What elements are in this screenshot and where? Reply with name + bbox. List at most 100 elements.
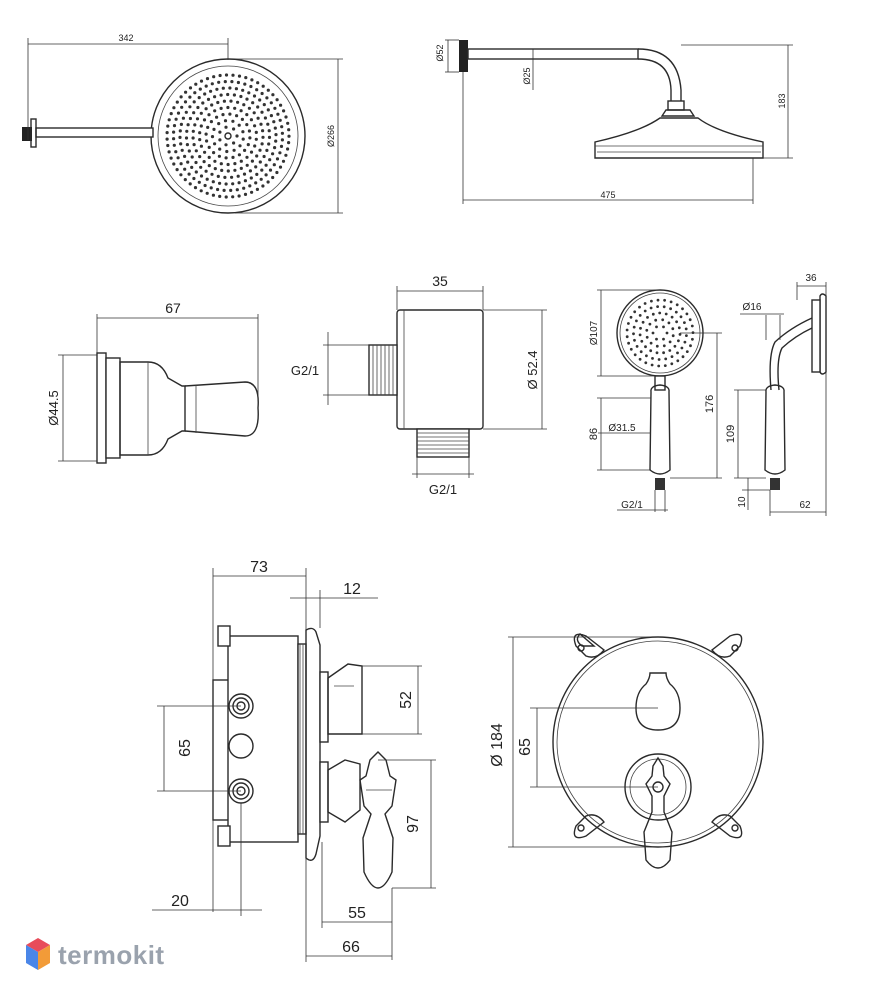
nozzle-dot [658, 311, 662, 315]
nozzle-dot [271, 175, 275, 180]
nozzle-dot [675, 303, 679, 307]
nozzle-dot [224, 156, 228, 160]
nozzle-dot [203, 92, 207, 96]
nozzle-dot [629, 315, 633, 319]
nozzle-dot [174, 150, 178, 154]
nozzle-dot [248, 136, 252, 140]
nozzle-dot [643, 309, 647, 313]
nozzle-dot [629, 347, 633, 351]
nozzle-dot [280, 131, 284, 135]
nozzle-dot [179, 142, 183, 146]
mixer-total-depth-label: 66 [342, 939, 360, 956]
nozzle-dot [246, 143, 250, 147]
nozzle-dot [233, 168, 237, 172]
head-height-label: 183 [777, 93, 787, 108]
nozzle-dot [256, 81, 260, 85]
nozzle-dot [210, 82, 214, 86]
nozzle-dot [224, 125, 228, 129]
nozzle-dot [280, 138, 284, 142]
nozzle-dot [216, 174, 220, 178]
side-width-label: 62 [799, 500, 811, 511]
nozzle-dot [202, 160, 206, 164]
nozzle-dot [183, 100, 188, 104]
nozzle-dot [236, 80, 240, 85]
nozzle-dot [179, 162, 183, 166]
nozzle-dot [229, 99, 233, 103]
nozzle-dot [656, 305, 659, 308]
nozzle-dot [675, 320, 678, 324]
nozzle-dot [648, 322, 652, 326]
nozzle-dot [199, 124, 203, 128]
nozzle-dot [654, 318, 658, 322]
nozzle-dot [286, 121, 290, 125]
nozzle-dot [663, 298, 666, 302]
nozzle-dot [243, 192, 248, 196]
nozzle-dot [287, 134, 291, 138]
nozzle-dot [176, 156, 180, 160]
nozzle-dot [260, 110, 264, 114]
nozzle-dot [255, 172, 259, 176]
nozzle-dot [640, 339, 644, 343]
nozzle-dot [676, 359, 680, 363]
nozzle-dot [655, 344, 659, 348]
hand-nozzle-pattern [625, 298, 695, 368]
nozzle-dot [253, 124, 257, 128]
nozzle-dot [231, 73, 235, 77]
nozzle-dot [198, 155, 202, 159]
nozzle-dot [287, 141, 291, 145]
nozzle-dot [657, 358, 661, 361]
nozzle-dot [237, 181, 241, 185]
nozzle-dot [639, 326, 642, 330]
nozzle-dot [222, 99, 226, 103]
nozzle-dot [231, 155, 235, 159]
nozzle-dot [172, 162, 176, 166]
nozzle-dot [657, 364, 661, 368]
nozzle-dot [206, 97, 211, 101]
nozzle-dot [201, 101, 205, 105]
nozzle-dot [656, 298, 660, 302]
nozzle-dot [209, 120, 213, 124]
nozzle-dot [251, 101, 255, 105]
nozzle-dot [224, 195, 228, 199]
front-diameter-label: Ø 184 [489, 723, 506, 767]
nozzle-dot [192, 176, 196, 181]
nozzle-dot [191, 136, 195, 140]
nozzle-dot [232, 93, 236, 97]
nozzle-dot [199, 165, 203, 169]
nozzle-dot [224, 143, 228, 147]
nozzle-dot [245, 163, 249, 167]
nozzle-dot [275, 157, 280, 161]
nozzle-dot [646, 316, 649, 319]
nozzle-dot [210, 135, 215, 139]
nozzle-dot [233, 106, 237, 110]
nozzle-dot [211, 180, 215, 184]
nozzle-dot [685, 350, 689, 353]
nozzle-dot [266, 122, 270, 126]
head-diameter-label: Ø266 [326, 125, 336, 147]
nozzle-dot [650, 363, 654, 367]
nozzle-dot [632, 325, 636, 329]
nozzle-dot [240, 117, 244, 121]
hand-thread-label: G2/1 [621, 500, 643, 511]
view-hand-side: Ø16 36 109 10 62 [725, 273, 827, 516]
nozzle-dot [205, 139, 209, 143]
nozzle-dot [209, 89, 213, 93]
nozzle-dot [255, 88, 259, 92]
view-head-top: 342 Ø266 [22, 33, 343, 214]
nozzle-dot [278, 151, 282, 155]
nozzle-dot [643, 302, 647, 305]
nozzle-dot [279, 103, 283, 107]
nozzle-dot [224, 73, 229, 77]
nozzle-dot [184, 110, 188, 114]
nozzle-dot [273, 146, 277, 150]
nozzle-dot [230, 80, 234, 84]
nozzle-dot [670, 362, 674, 366]
nozzle-dot [248, 184, 252, 188]
nozzle-dot [169, 112, 173, 116]
nozzle-dot [242, 103, 246, 107]
nozzle-dot [250, 159, 254, 163]
nozzle-dot [239, 109, 243, 113]
nozzle-dot [663, 364, 667, 367]
nozzle-dot [186, 160, 190, 164]
nozzle-dot [199, 174, 204, 178]
